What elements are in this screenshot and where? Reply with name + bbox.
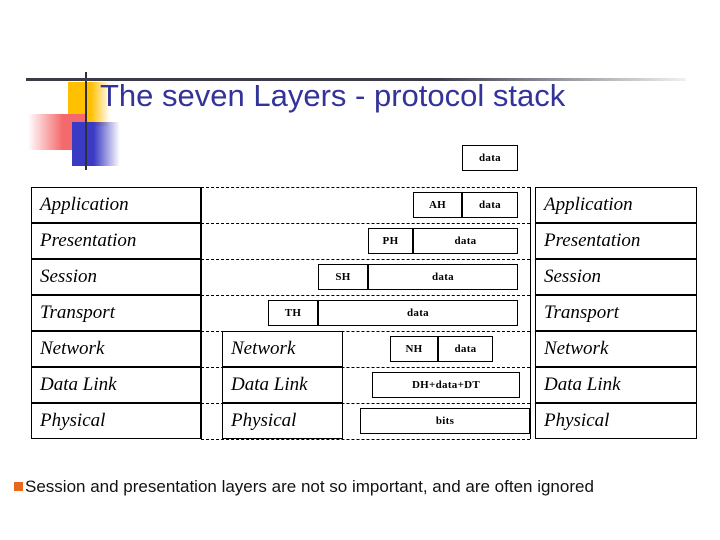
left-layer-transport[interactable]: Transport xyxy=(31,295,201,331)
footer-bullet-row: Session and presentation layers are not … xyxy=(14,478,714,495)
left-layer-physical-label: Physical xyxy=(40,410,106,431)
pdu-application-header: AH xyxy=(413,192,462,218)
middle-layer-network-label: Network xyxy=(231,338,296,359)
band-divider-4 xyxy=(201,295,530,296)
page-title: The seven Layers - protocol stack xyxy=(100,78,566,113)
band-divider-6 xyxy=(201,367,530,368)
band-divider-1 xyxy=(201,187,530,188)
middle-layer-datalink[interactable]: Data Link xyxy=(222,367,343,403)
middle-layer-network[interactable]: Network xyxy=(222,331,343,367)
right-layer-network[interactable]: Network xyxy=(535,331,697,367)
right-layer-session-label: Session xyxy=(544,266,601,287)
middle-band-right-edge xyxy=(530,187,531,439)
pdu-physical-bits-label: bits xyxy=(435,415,455,427)
pdu-datalink-frame: DH+data+DT xyxy=(372,372,520,398)
pdu-network-payload-label: data xyxy=(454,343,477,355)
right-layer-presentation-label: Presentation xyxy=(544,230,641,251)
pdu-application-header-label: AH xyxy=(428,199,447,211)
left-layer-session[interactable]: Session xyxy=(31,259,201,295)
pdu-transport-payload: data xyxy=(318,300,518,326)
left-layer-application[interactable]: Application xyxy=(31,187,201,223)
left-layer-application-label: Application xyxy=(40,194,129,215)
left-layer-datalink-label: Data Link xyxy=(40,374,117,395)
pdu-transport-payload-label: data xyxy=(407,307,429,319)
band-divider-8 xyxy=(201,439,530,440)
right-layer-datalink-label: Data Link xyxy=(544,374,621,395)
middle-layer-physical[interactable]: Physical xyxy=(222,403,343,439)
left-layer-datalink[interactable]: Data Link xyxy=(31,367,201,403)
right-layer-physical[interactable]: Physical xyxy=(535,403,697,439)
logo-vertical-rule xyxy=(85,72,87,170)
left-layer-presentation[interactable]: Presentation xyxy=(31,223,201,259)
right-layer-presentation[interactable]: Presentation xyxy=(535,223,697,259)
title-underline-rule xyxy=(26,78,686,81)
pdu-network-header-label: NH xyxy=(405,343,423,355)
pdu-presentation-header: PH xyxy=(368,228,413,254)
middle-layer-physical-label: Physical xyxy=(231,410,297,431)
right-layer-application[interactable]: Application xyxy=(535,187,697,223)
right-layer-network-label: Network xyxy=(544,338,609,359)
right-layer-transport[interactable]: Transport xyxy=(535,295,697,331)
pdu-application-payload-label: data xyxy=(479,199,501,211)
decorative-logo xyxy=(22,70,130,170)
square-bullet-icon xyxy=(14,482,23,491)
pdu-session-payload-label: data xyxy=(432,271,454,283)
pdu-datalink-frame-label: DH+data+DT xyxy=(411,379,481,391)
pdu-presentation-payload-label: data xyxy=(454,235,477,247)
right-layer-physical-label: Physical xyxy=(544,410,610,431)
left-layer-transport-label: Transport xyxy=(40,302,115,323)
pdu-transport-header: TH xyxy=(268,300,318,326)
pdu-physical-bits: bits xyxy=(360,408,530,434)
pdu-top-data-label: data xyxy=(479,152,501,164)
pdu-network-payload: data xyxy=(438,336,493,362)
right-layer-session[interactable]: Session xyxy=(535,259,697,295)
pdu-transport-header-label: TH xyxy=(284,307,302,319)
logo-blue-square xyxy=(72,122,120,166)
band-divider-3 xyxy=(201,259,530,260)
left-layer-physical[interactable]: Physical xyxy=(31,403,201,439)
pdu-application-payload: data xyxy=(462,192,518,218)
band-divider-5 xyxy=(201,331,530,332)
pdu-presentation-header-label: PH xyxy=(382,235,399,247)
footer-bullet-text: Session and presentation layers are not … xyxy=(25,477,594,496)
left-layer-network-label: Network xyxy=(40,338,105,359)
band-divider-2 xyxy=(201,223,530,224)
right-layer-datalink[interactable]: Data Link xyxy=(535,367,697,403)
pdu-session-header-label: SH xyxy=(335,271,351,283)
right-layer-application-label: Application xyxy=(544,194,633,215)
middle-layer-datalink-label: Data Link xyxy=(231,374,308,395)
left-layer-presentation-label: Presentation xyxy=(40,230,137,251)
pdu-session-payload: data xyxy=(368,264,518,290)
pdu-session-header: SH xyxy=(318,264,368,290)
pdu-presentation-payload: data xyxy=(413,228,518,254)
left-layer-session-label: Session xyxy=(40,266,97,287)
band-divider-7 xyxy=(201,403,530,404)
pdu-top-data: data xyxy=(462,145,518,171)
left-layer-network[interactable]: Network xyxy=(31,331,201,367)
middle-band-left-edge xyxy=(201,187,202,439)
right-layer-transport-label: Transport xyxy=(544,302,619,323)
pdu-network-header: NH xyxy=(390,336,438,362)
